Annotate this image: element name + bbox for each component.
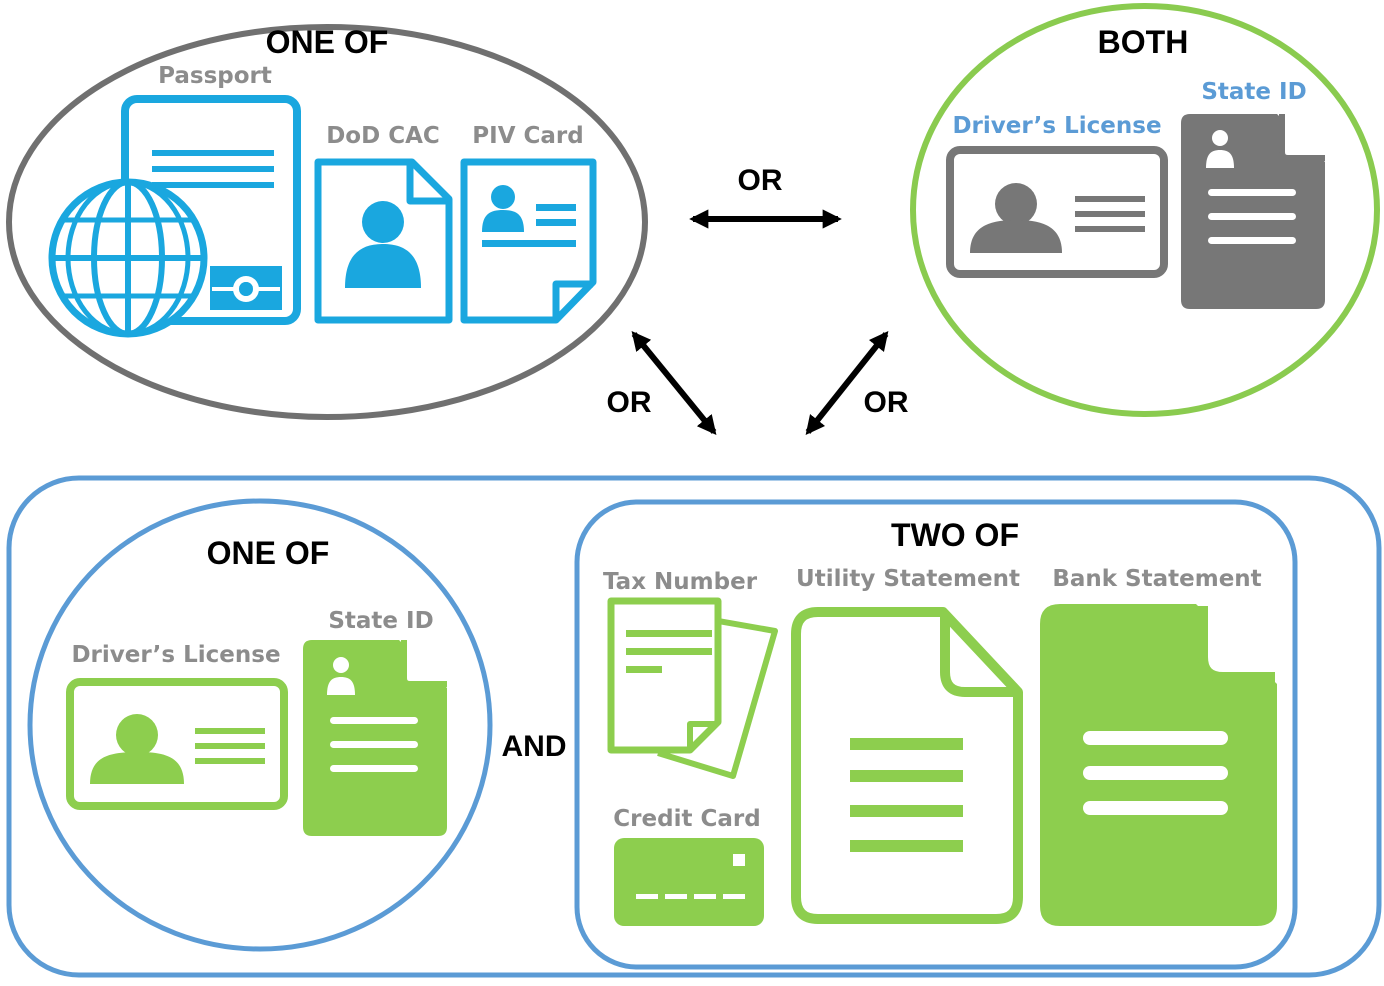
label-drivers-license-bottom: Driver’s License bbox=[71, 642, 280, 668]
frame-two-of bbox=[574, 499, 1298, 970]
heading-one-of-primary: ONE OF bbox=[266, 24, 389, 60]
heading-one-of-secondary: ONE OF bbox=[207, 535, 330, 571]
utility-statement-icon bbox=[791, 607, 1023, 924]
label-bank-statement: Bank Statement bbox=[1052, 566, 1261, 592]
heading-both: BOTH bbox=[1098, 24, 1189, 60]
drivers-license-icon-gray bbox=[946, 146, 1168, 278]
label-utility-statement: Utility Statement bbox=[796, 566, 1020, 592]
credit-card-icon bbox=[614, 838, 764, 926]
oval-both bbox=[910, 3, 1380, 417]
label-dod-cac: DoD CAC bbox=[326, 123, 440, 149]
label-or-top: OR bbox=[738, 164, 783, 197]
group-one-of-secondary: ONE OF Driver’s License State ID bbox=[27, 498, 493, 952]
state-id-icon-gray bbox=[1181, 114, 1325, 309]
label-or-left: OR bbox=[607, 386, 652, 419]
label-credit-card: Credit Card bbox=[613, 806, 760, 832]
dod-cac-icon bbox=[314, 158, 453, 324]
label-passport: Passport bbox=[158, 63, 272, 89]
piv-card-icon bbox=[460, 158, 597, 324]
oval-one-of-primary bbox=[6, 24, 648, 420]
label-state-id-bottom: State ID bbox=[328, 608, 433, 634]
group-two-of: TWO OF Tax Number Utility Statement Bank… bbox=[574, 499, 1298, 970]
heading-two-of: TWO OF bbox=[891, 517, 1019, 553]
group-one-of-primary: ONE OF Passport DoD CAC PIV Card bbox=[6, 24, 648, 420]
group-both: BOTH Driver’s License State ID bbox=[910, 3, 1380, 417]
oval-one-of-secondary bbox=[27, 498, 493, 952]
tax-number-icon bbox=[607, 597, 778, 779]
arrow-right-or bbox=[805, 330, 889, 436]
bank-statement-icon bbox=[1040, 604, 1277, 926]
label-piv-card: PIV Card bbox=[472, 123, 583, 149]
label-and: AND bbox=[502, 730, 567, 763]
passport-icon bbox=[48, 95, 301, 338]
arrow-left-or bbox=[631, 331, 717, 435]
connectors: OR OR OR bbox=[607, 164, 909, 436]
label-drivers-license-top: Driver’s License bbox=[952, 113, 1161, 139]
drivers-license-icon-green bbox=[66, 678, 288, 810]
state-id-icon-green bbox=[303, 640, 447, 836]
label-tax-number: Tax Number bbox=[603, 569, 758, 595]
globe-icon bbox=[48, 178, 208, 338]
label-or-right: OR bbox=[864, 386, 909, 419]
frame-combination bbox=[6, 475, 1382, 978]
label-state-id-top: State ID bbox=[1201, 79, 1306, 105]
